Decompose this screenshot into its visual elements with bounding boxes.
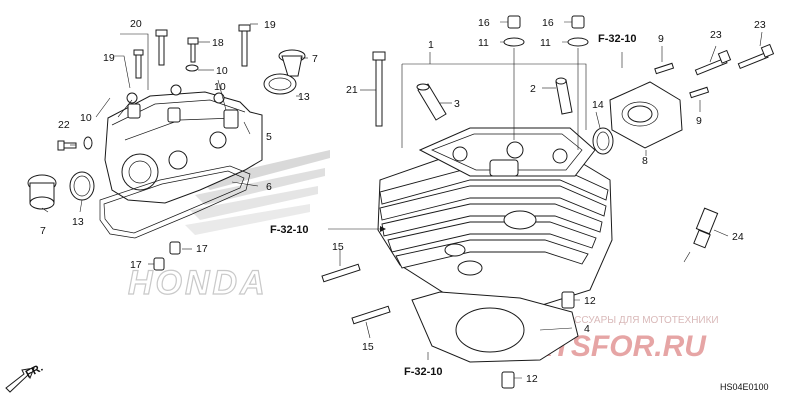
callout-16-left: 16: [478, 17, 490, 29]
head-gasket: [411, 291, 579, 363]
callout-6: 6: [266, 181, 272, 193]
filler-cap-right: [278, 49, 306, 77]
callout-4: 4: [584, 323, 590, 335]
callout-23-right: 23: [754, 19, 766, 31]
studs-9: [654, 62, 710, 99]
callout-2: 2: [530, 83, 536, 95]
callout-7-left: 7: [40, 225, 46, 237]
callout-24: 24: [732, 231, 744, 243]
cylinder-head: [377, 127, 613, 313]
direction-label: FR.: [24, 362, 45, 381]
dowel-pin-12b: [501, 371, 515, 389]
ref-f-32-10-top[interactable]: F-32-10: [598, 33, 637, 45]
insulator-8: [609, 81, 683, 149]
cylinder-head-cover: [104, 84, 263, 204]
callout-15-bottom: 15: [362, 341, 374, 353]
o-ring-14: [592, 127, 614, 155]
callout-12-top: 12: [584, 295, 596, 307]
callout-21: 21: [346, 84, 358, 96]
nuts-washers: [503, 15, 589, 150]
callout-17-left: 17: [130, 259, 142, 271]
filler-cap-left: [27, 174, 57, 210]
o-ring-13-right: [263, 73, 297, 95]
diagram-code: HS04E0100: [720, 382, 769, 392]
dowel-pin-17b: [153, 257, 165, 271]
valve-guides: [416, 77, 573, 121]
callout-15-top: 15: [332, 241, 344, 253]
callout-9-top: 9: [658, 33, 664, 45]
bolts-23: [694, 43, 775, 76]
callout-19-right: 19: [264, 19, 276, 31]
watermark-line1: ЗАПЧАСТИ И АКСЕССУАРЫ ДЛЯ МОТОТЕХНИКИ: [482, 315, 719, 326]
callout-8: 8: [642, 155, 648, 167]
callout-10-top: 10: [216, 65, 228, 77]
callout-20: 20: [130, 18, 142, 30]
callout-7-right: 7: [312, 53, 318, 65]
callout-19-left: 19: [103, 52, 115, 64]
stud-21: [372, 51, 386, 127]
honda-logo-text: HONDA: [128, 264, 268, 302]
callout-3: 3: [454, 98, 460, 110]
studs-15: [321, 263, 391, 325]
callout-13-left: 13: [72, 216, 84, 228]
callout-11-left: 11: [478, 37, 489, 49]
ref-f-32-10-left[interactable]: F-32-10: [270, 224, 309, 236]
callout-23-left: 23: [710, 29, 722, 41]
leader-1: [401, 52, 587, 148]
front-direction-arrow-icon: [5, 367, 35, 393]
spark-plug: [683, 207, 719, 263]
callout-5: 5: [266, 131, 272, 143]
callout-13-right: 13: [298, 91, 310, 103]
dowel-pin-12a: [561, 291, 575, 309]
cover-gasket: [99, 165, 251, 239]
callout-1: 1: [428, 39, 434, 51]
callout-17-right: 17: [196, 243, 208, 255]
callout-18: 18: [212, 37, 224, 49]
cover-bolts: [57, 24, 251, 151]
callout-16-right: 16: [542, 17, 554, 29]
honda-wing-logo: [185, 150, 330, 235]
dowel-pin-17a: [169, 241, 181, 255]
callout-22: 22: [58, 119, 70, 131]
callout-10-mid: 10: [214, 81, 226, 93]
callout-10-left: 10: [80, 112, 92, 124]
ref-f-32-10-bottom[interactable]: F-32-10: [404, 366, 443, 378]
callout-14: 14: [592, 99, 604, 111]
callout-11-right: 11: [540, 37, 551, 49]
callout-9-right: 9: [696, 115, 702, 127]
callout-12-bottom: 12: [526, 373, 538, 385]
leader-lines: [41, 21, 763, 379]
